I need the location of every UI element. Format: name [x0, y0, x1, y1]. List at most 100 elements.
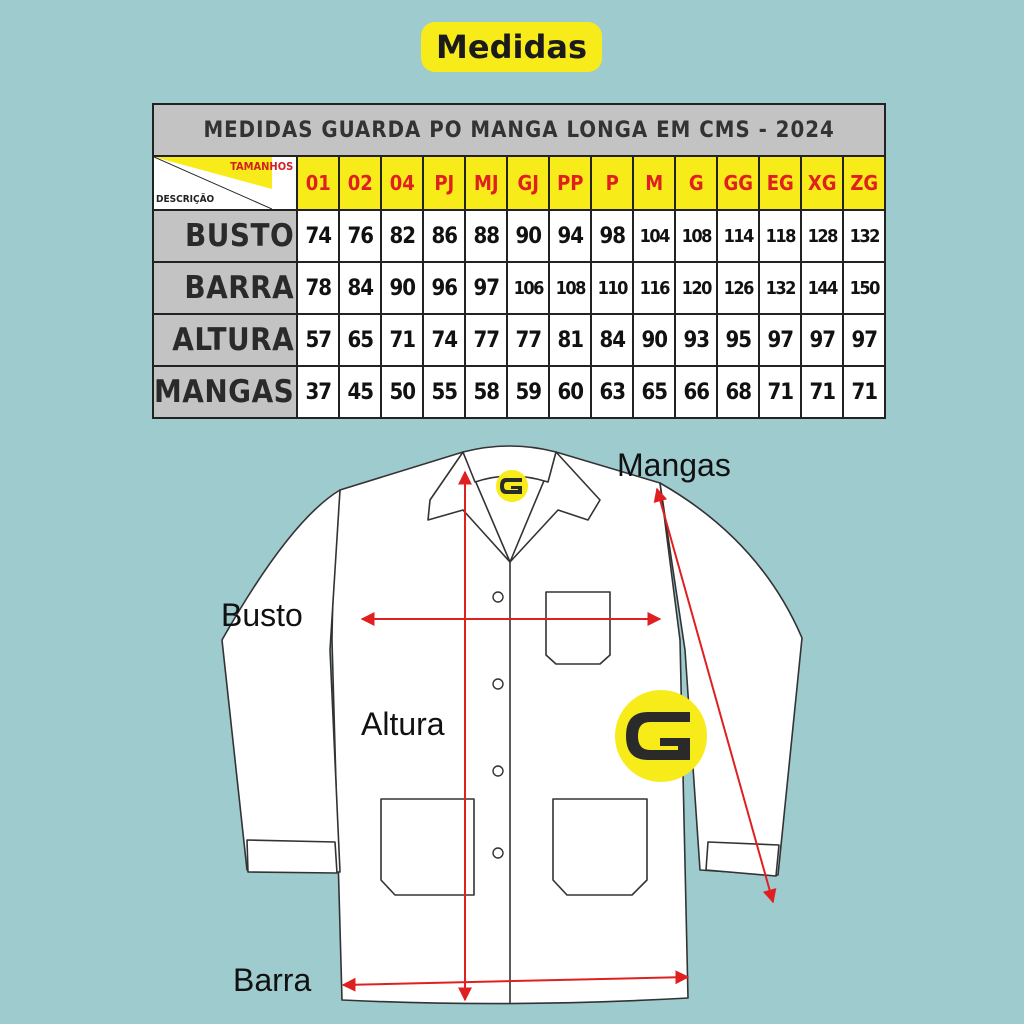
table-cell: 71	[380, 313, 425, 367]
altura-label: Altura	[361, 706, 445, 742]
table-cell: 78	[296, 261, 341, 315]
left-cuff	[246, 839, 338, 874]
size-header-cell: G	[674, 155, 719, 211]
table-cell: 37	[296, 365, 341, 419]
button	[492, 678, 504, 690]
table-cell: 60	[548, 365, 593, 419]
cg-logo-icon	[615, 690, 707, 782]
table-cell: 95	[716, 313, 761, 367]
table-cell: 114	[716, 209, 761, 263]
table-cell: 68	[716, 365, 761, 419]
row-label: MANGAS	[151, 365, 299, 419]
corner-label-sizes: TAMANHOS	[230, 160, 294, 173]
table-cell: 98	[590, 209, 635, 263]
size-table: MEDIDAS GUARDA PO MANGA LONGA EM CMS - 2…	[151, 103, 887, 419]
table-cell: 71	[842, 365, 887, 419]
table-cell: 132	[842, 209, 887, 263]
busto-label: Busto	[221, 597, 303, 633]
table-cell: 74	[296, 209, 341, 263]
button	[492, 591, 504, 603]
table-cell: 88	[464, 209, 509, 263]
table-cell: 118	[758, 209, 803, 263]
row-label: ALTURA	[151, 313, 299, 367]
left-sleeve	[221, 489, 341, 873]
table-cell: 57	[296, 313, 341, 367]
table-cell: 97	[464, 261, 509, 315]
table-cell: 106	[506, 261, 551, 315]
table-cell: 108	[548, 261, 593, 315]
table-cell: 84	[338, 261, 383, 315]
corner-label-description: DESCRIÇÃO	[156, 194, 215, 205]
table-cell: 132	[758, 261, 803, 315]
cg-logo-small-icon	[496, 470, 528, 502]
table-cell: 65	[338, 313, 383, 367]
table-cell: 82	[380, 209, 425, 263]
table-cell: 59	[506, 365, 551, 419]
table-cell: 90	[380, 261, 425, 315]
table-cell: 104	[632, 209, 677, 263]
size-header-cell: PJ	[422, 155, 467, 211]
right-cuff	[705, 841, 780, 877]
left-lower-pocket	[380, 798, 475, 896]
row-label: BUSTO	[151, 209, 299, 263]
table-cell: 108	[674, 209, 719, 263]
size-header-cell: PP	[548, 155, 593, 211]
mangas-arrow	[653, 487, 777, 904]
size-header-cell: GJ	[506, 155, 551, 211]
mangas-label: Mangas	[617, 447, 731, 483]
table-cell: 94	[548, 209, 593, 263]
table-cell: 97	[842, 313, 887, 367]
size-header-cell: P	[590, 155, 635, 211]
table-cell: 97	[758, 313, 803, 367]
table-cell: 55	[422, 365, 467, 419]
table-cell: 116	[632, 261, 677, 315]
table-cell: 150	[842, 261, 887, 315]
table-cell: 84	[590, 313, 635, 367]
size-header-cell: XG	[800, 155, 845, 211]
table-cell: 81	[548, 313, 593, 367]
table-cell: 93	[674, 313, 719, 367]
size-header-cell: 01	[296, 155, 341, 211]
table-cell: 71	[758, 365, 803, 419]
table-cell: 90	[632, 313, 677, 367]
table-cell: 128	[800, 209, 845, 263]
size-header-cell: ZG	[842, 155, 887, 211]
table-cell: 86	[422, 209, 467, 263]
size-header-cell: GG	[716, 155, 761, 211]
size-header-cell: M	[632, 155, 677, 211]
barra-arrow	[341, 970, 690, 992]
table-cell: 45	[338, 365, 383, 419]
table-cell: 96	[422, 261, 467, 315]
table-cell: 58	[464, 365, 509, 419]
table-cell: 74	[422, 313, 467, 367]
size-header-cell: 02	[338, 155, 383, 211]
corner-wedge	[155, 158, 272, 208]
table-cell: 71	[800, 365, 845, 419]
size-header-cell: MJ	[464, 155, 509, 211]
table-cell: 144	[800, 261, 845, 315]
table-cell: 77	[506, 313, 551, 367]
table-cell: 76	[338, 209, 383, 263]
right-lower-pocket	[552, 798, 648, 896]
table-cell: 65	[632, 365, 677, 419]
row-label: BARRA	[151, 261, 299, 315]
table-caption: MEDIDAS GUARDA PO MANGA LONGA EM CMS - 2…	[151, 103, 887, 157]
collar-back	[462, 445, 557, 483]
size-header-cell: EG	[758, 155, 803, 211]
table-cell: 50	[380, 365, 425, 419]
table-cell: 66	[674, 365, 719, 419]
table-cell: 77	[464, 313, 509, 367]
chest-pocket	[545, 591, 611, 665]
table-cell: 90	[506, 209, 551, 263]
table-cell: 63	[590, 365, 635, 419]
right-lapel	[509, 451, 601, 563]
table-cell: 110	[590, 261, 635, 315]
button	[492, 847, 504, 859]
page-title: Medidas	[421, 22, 602, 72]
table-cell: 126	[716, 261, 761, 315]
